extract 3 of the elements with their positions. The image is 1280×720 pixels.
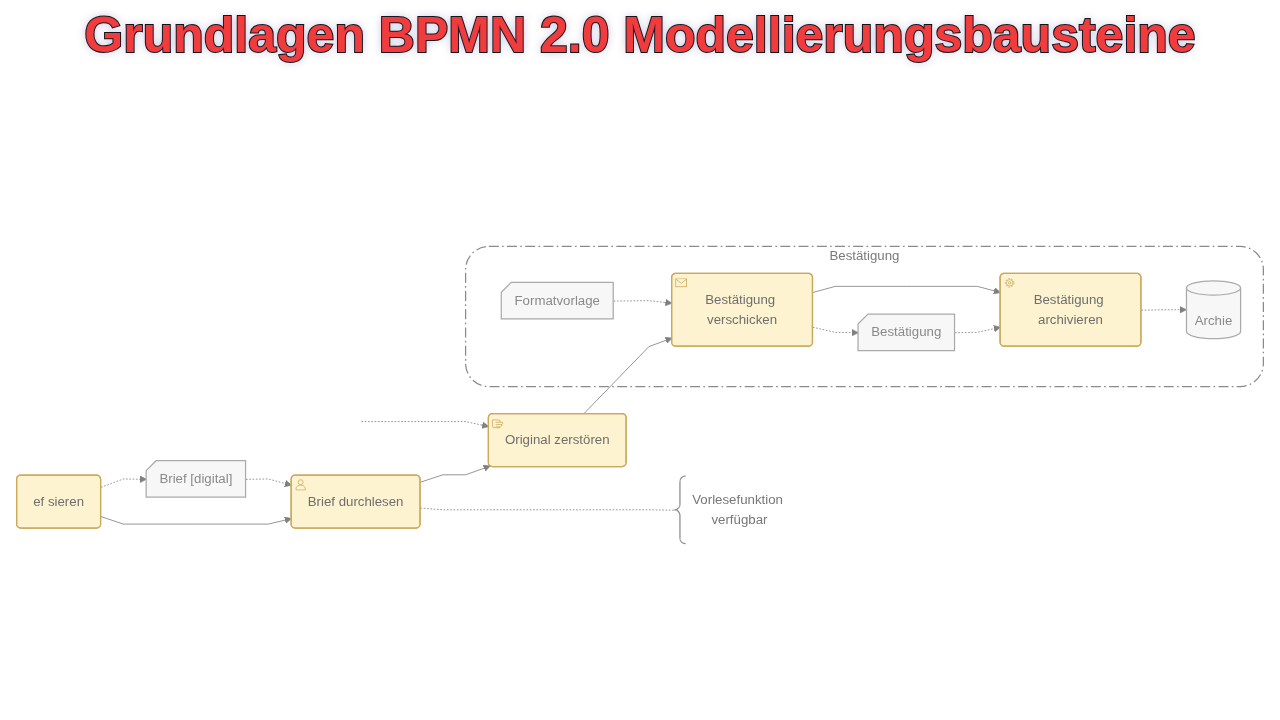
connector xyxy=(420,507,675,511)
title: Grundlagen BPMN 2.0 Modellierungsbausteine xyxy=(84,7,1196,63)
node-text: Vorlesefunktion verfügbar xyxy=(692,492,783,527)
